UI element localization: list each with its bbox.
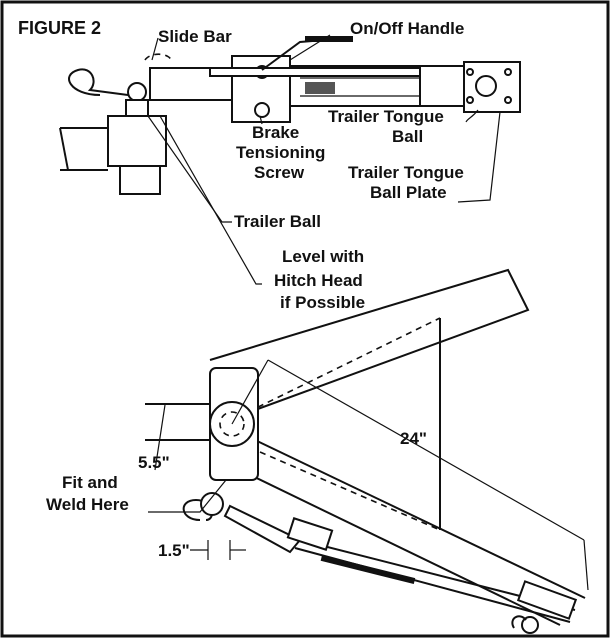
brake-tensioning-screw-label-3: Screw	[254, 163, 305, 182]
fit-and-weld-here-label-1: Fit and	[62, 473, 118, 492]
dimension-1-5-label: 1.5"	[158, 541, 190, 560]
top-side-view-drawing	[59, 36, 521, 195]
trailer-tongue-ball-plate-label-2: Ball Plate	[370, 183, 447, 202]
trailer-tongue-ball-label-2: Ball	[392, 127, 423, 146]
dimension-lines	[148, 359, 589, 591]
on-off-handle-label: On/Off Handle	[350, 19, 464, 38]
brake-tensioning-screw-label-2: Tensioning	[236, 143, 325, 162]
dimension-5-5-label: 5.5"	[138, 453, 170, 472]
level-with-hitch-head-label-1: Level with	[282, 247, 364, 266]
level-with-hitch-head-label-2: Hitch Head	[274, 271, 363, 290]
dimension-24-label: 24"	[400, 429, 427, 448]
trailer-ball-label: Trailer Ball	[234, 212, 321, 231]
fit-and-weld-here-label-2: Weld Here	[46, 495, 129, 514]
bottom-top-view-drawing	[145, 268, 586, 634]
top-leader-lines	[147, 34, 501, 285]
level-with-hitch-head-label-3: if Possible	[280, 293, 365, 312]
trailer-tongue-ball-plate-label-1: Trailer Tongue	[348, 163, 464, 182]
slide-bar-label: Slide Bar	[158, 27, 232, 46]
brake-tensioning-screw-label-1: Brake	[252, 123, 299, 142]
figure-title: FIGURE 2	[18, 18, 101, 38]
trailer-tongue-ball-label-1: Trailer Tongue	[328, 107, 444, 126]
